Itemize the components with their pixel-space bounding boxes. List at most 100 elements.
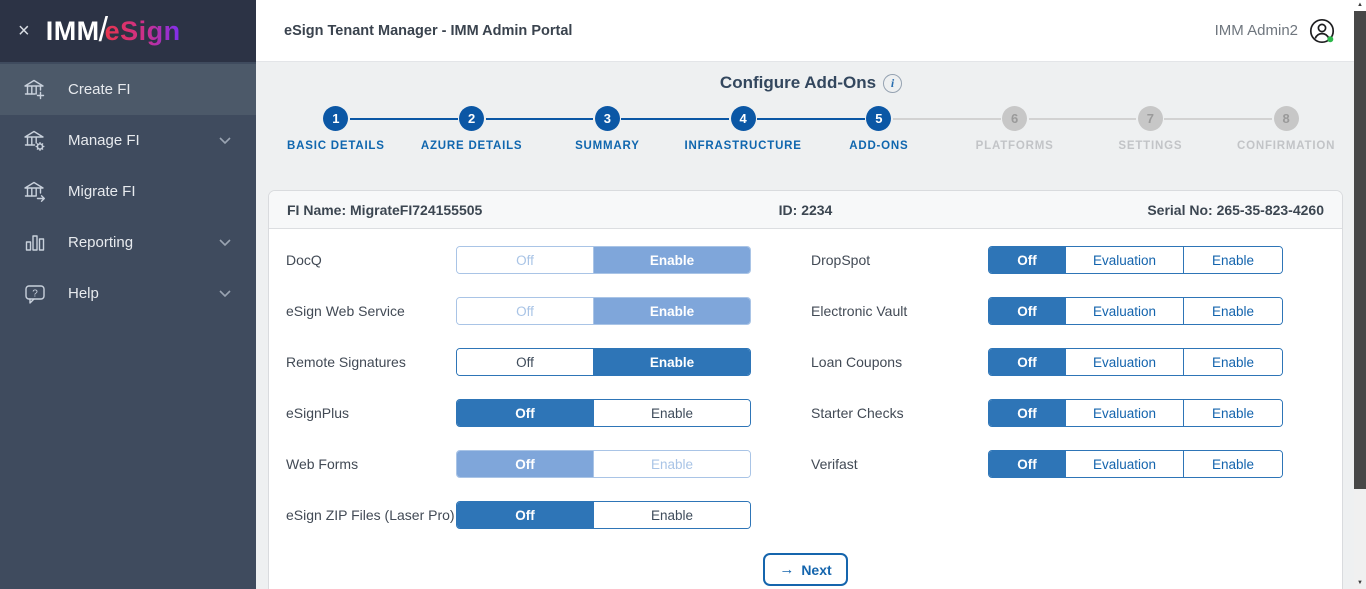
next-button[interactable]: →Next <box>763 553 848 586</box>
addon-row-remote-signatures: Remote Signatures Off Enable <box>286 348 751 376</box>
addon-label: eSign ZIP Files (Laser Pro) <box>286 507 455 523</box>
step-circle: 3 <box>594 106 620 131</box>
step-add-ons[interactable]: 5 ADD-ONS <box>757 106 947 152</box>
esignplus-off-button[interactable]: Off <box>457 400 593 426</box>
step-infrastructure[interactable]: 4 INFRASTRUCTURE <box>621 106 811 152</box>
step-summary[interactable]: 3 SUMMARY <box>485 106 676 152</box>
addon-label: DocQ <box>286 252 322 268</box>
wizard-title-row: Configure Add-Ons i <box>256 73 1366 93</box>
chevron-down-icon <box>219 137 231 145</box>
esign-zip-files-toggle: Off Enable <box>456 501 751 529</box>
step-circle: 1 <box>323 106 349 131</box>
close-icon[interactable]: × <box>18 20 30 42</box>
esign-zip-files-off-button[interactable]: Off <box>457 502 593 528</box>
sidebar-item-label: Migrate FI <box>68 183 136 200</box>
addon-row-web-forms: Web Forms Off Enable <box>286 450 751 478</box>
app-logo: IMM/eSign <box>46 11 181 51</box>
vertical-scrollbar[interactable]: ▲ ▼ <box>1354 0 1366 589</box>
electronic-vault-off-button[interactable]: Off <box>989 298 1065 324</box>
web-forms-enable-button[interactable]: Enable <box>593 451 750 477</box>
step-label: SETTINGS <box>1118 140 1183 152</box>
step-circle: 2 <box>459 106 485 131</box>
starter-checks-enable-button[interactable]: Enable <box>1183 400 1282 426</box>
esign-web-service-enable-button[interactable]: Enable <box>593 298 750 324</box>
addon-label: Remote Signatures <box>286 354 406 370</box>
svg-text:?: ? <box>32 288 38 299</box>
dropspot-toggle: Off Evaluation Enable <box>988 246 1283 274</box>
top-header: eSign Tenant Manager - IMM Admin Portal … <box>256 0 1366 62</box>
step-azure-details[interactable]: 2 AZURE DETAILS <box>349 106 540 152</box>
loan-coupons-enable-button[interactable]: Enable <box>1183 349 1282 375</box>
step-confirmation[interactable]: 8 CONFIRMATION <box>1164 106 1354 152</box>
sidebar-item-migrate-fi[interactable]: Migrate FI <box>0 166 256 217</box>
remote-signatures-enable-button[interactable]: Enable <box>593 349 750 375</box>
sidebar-menu: Create FI Manage FI Migrate FI <box>0 62 256 319</box>
addon-row-starter-checks: Starter Checks Off Evaluation Enable <box>811 399 1283 427</box>
verifast-enable-button[interactable]: Enable <box>1183 451 1282 477</box>
docq-off-button[interactable]: Off <box>457 247 593 273</box>
step-circle: 5 <box>866 106 892 131</box>
wizard-title: Configure Add-Ons <box>719 73 877 92</box>
scrollbar-up-arrow-icon[interactable]: ▲ <box>1354 0 1366 11</box>
verifast-toggle: Off Evaluation Enable <box>988 450 1283 478</box>
addon-row-docq: DocQ Off Enable <box>286 246 751 274</box>
addon-row-loan-coupons: Loan Coupons Off Evaluation Enable <box>811 348 1283 376</box>
step-platforms[interactable]: 6 PLATFORMS <box>892 106 1083 152</box>
fi-serial: Serial No: 265-35-823-4260 <box>1147 201 1324 218</box>
info-icon[interactable]: i <box>883 73 903 93</box>
esignplus-enable-button[interactable]: Enable <box>593 400 750 426</box>
addon-row-esign-web-service: eSign Web Service Off Enable <box>286 297 751 325</box>
sidebar-item-manage-fi[interactable]: Manage FI <box>0 115 256 166</box>
wizard-stepper: 1 BASIC DETAILS 2 AZURE DETAILS 3 SUMMAR… <box>256 106 1366 152</box>
addon-label: Verifast <box>811 456 858 472</box>
loan-coupons-off-button[interactable]: Off <box>989 349 1065 375</box>
esignplus-toggle: Off Enable <box>456 399 751 427</box>
fi-id: ID: 2234 <box>778 201 833 218</box>
step-circle: 6 <box>1002 106 1028 131</box>
sidebar-item-create-fi[interactable]: Create FI <box>0 64 256 115</box>
electronic-vault-enable-button[interactable]: Enable <box>1183 298 1282 324</box>
starter-checks-evaluation-button[interactable]: Evaluation <box>1065 400 1183 426</box>
scrollbar-thumb[interactable] <box>1354 11 1366 489</box>
step-circle: 4 <box>730 106 756 131</box>
remote-signatures-off-button[interactable]: Off <box>457 349 593 375</box>
step-circle: 8 <box>1273 106 1299 131</box>
addon-label: Loan Coupons <box>811 354 903 370</box>
scrollbar-down-arrow-icon[interactable]: ▼ <box>1357 580 1363 586</box>
page-title: eSign Tenant Manager - IMM Admin Portal <box>284 22 573 39</box>
user-avatar-icon[interactable] <box>1308 17 1336 45</box>
electronic-vault-toggle: Off Evaluation Enable <box>988 297 1283 325</box>
loan-coupons-toggle: Off Evaluation Enable <box>988 348 1283 376</box>
step-circle: 7 <box>1137 106 1163 131</box>
loan-coupons-evaluation-button[interactable]: Evaluation <box>1065 349 1183 375</box>
web-forms-off-button[interactable]: Off <box>457 451 593 477</box>
step-label: SUMMARY <box>575 140 640 152</box>
addons-right-column: DropSpot Off Evaluation Enable Electroni… <box>811 246 1283 501</box>
bar-chart-icon <box>22 230 48 256</box>
bank-plus-icon <box>22 77 48 103</box>
esign-web-service-toggle: Off Enable <box>456 297 751 325</box>
step-basic-details[interactable]: 1 BASIC DETAILS <box>268 106 404 152</box>
sidebar: × IMM/eSign Create FI Manage FI <box>0 0 256 589</box>
step-label: AZURE DETAILS <box>420 140 523 152</box>
addon-label: Web Forms <box>286 456 359 472</box>
step-settings[interactable]: 7 SETTINGS <box>1028 106 1219 152</box>
sidebar-item-help[interactable]: ? Help <box>0 268 256 319</box>
user-box: IMM Admin2 <box>1215 17 1336 45</box>
esign-web-service-off-button[interactable]: Off <box>457 298 593 324</box>
verifast-evaluation-button[interactable]: Evaluation <box>1065 451 1183 477</box>
verifast-off-button[interactable]: Off <box>989 451 1065 477</box>
esign-zip-files-enable-button[interactable]: Enable <box>593 502 750 528</box>
starter-checks-off-button[interactable]: Off <box>989 400 1065 426</box>
fi-name: FI Name: MigrateFI724155505 <box>287 201 483 218</box>
remote-signatures-toggle: Off Enable <box>456 348 751 376</box>
user-name: IMM Admin2 <box>1214 22 1298 39</box>
sidebar-item-reporting[interactable]: Reporting <box>0 217 256 268</box>
dropspot-off-button[interactable]: Off <box>989 247 1065 273</box>
electronic-vault-evaluation-button[interactable]: Evaluation <box>1065 298 1183 324</box>
dropspot-enable-button[interactable]: Enable <box>1183 247 1282 273</box>
starter-checks-toggle: Off Evaluation Enable <box>988 399 1283 427</box>
addon-row-electronic-vault: Electronic Vault Off Evaluation Enable <box>811 297 1283 325</box>
docq-enable-button[interactable]: Enable <box>593 247 750 273</box>
dropspot-evaluation-button[interactable]: Evaluation <box>1065 247 1183 273</box>
